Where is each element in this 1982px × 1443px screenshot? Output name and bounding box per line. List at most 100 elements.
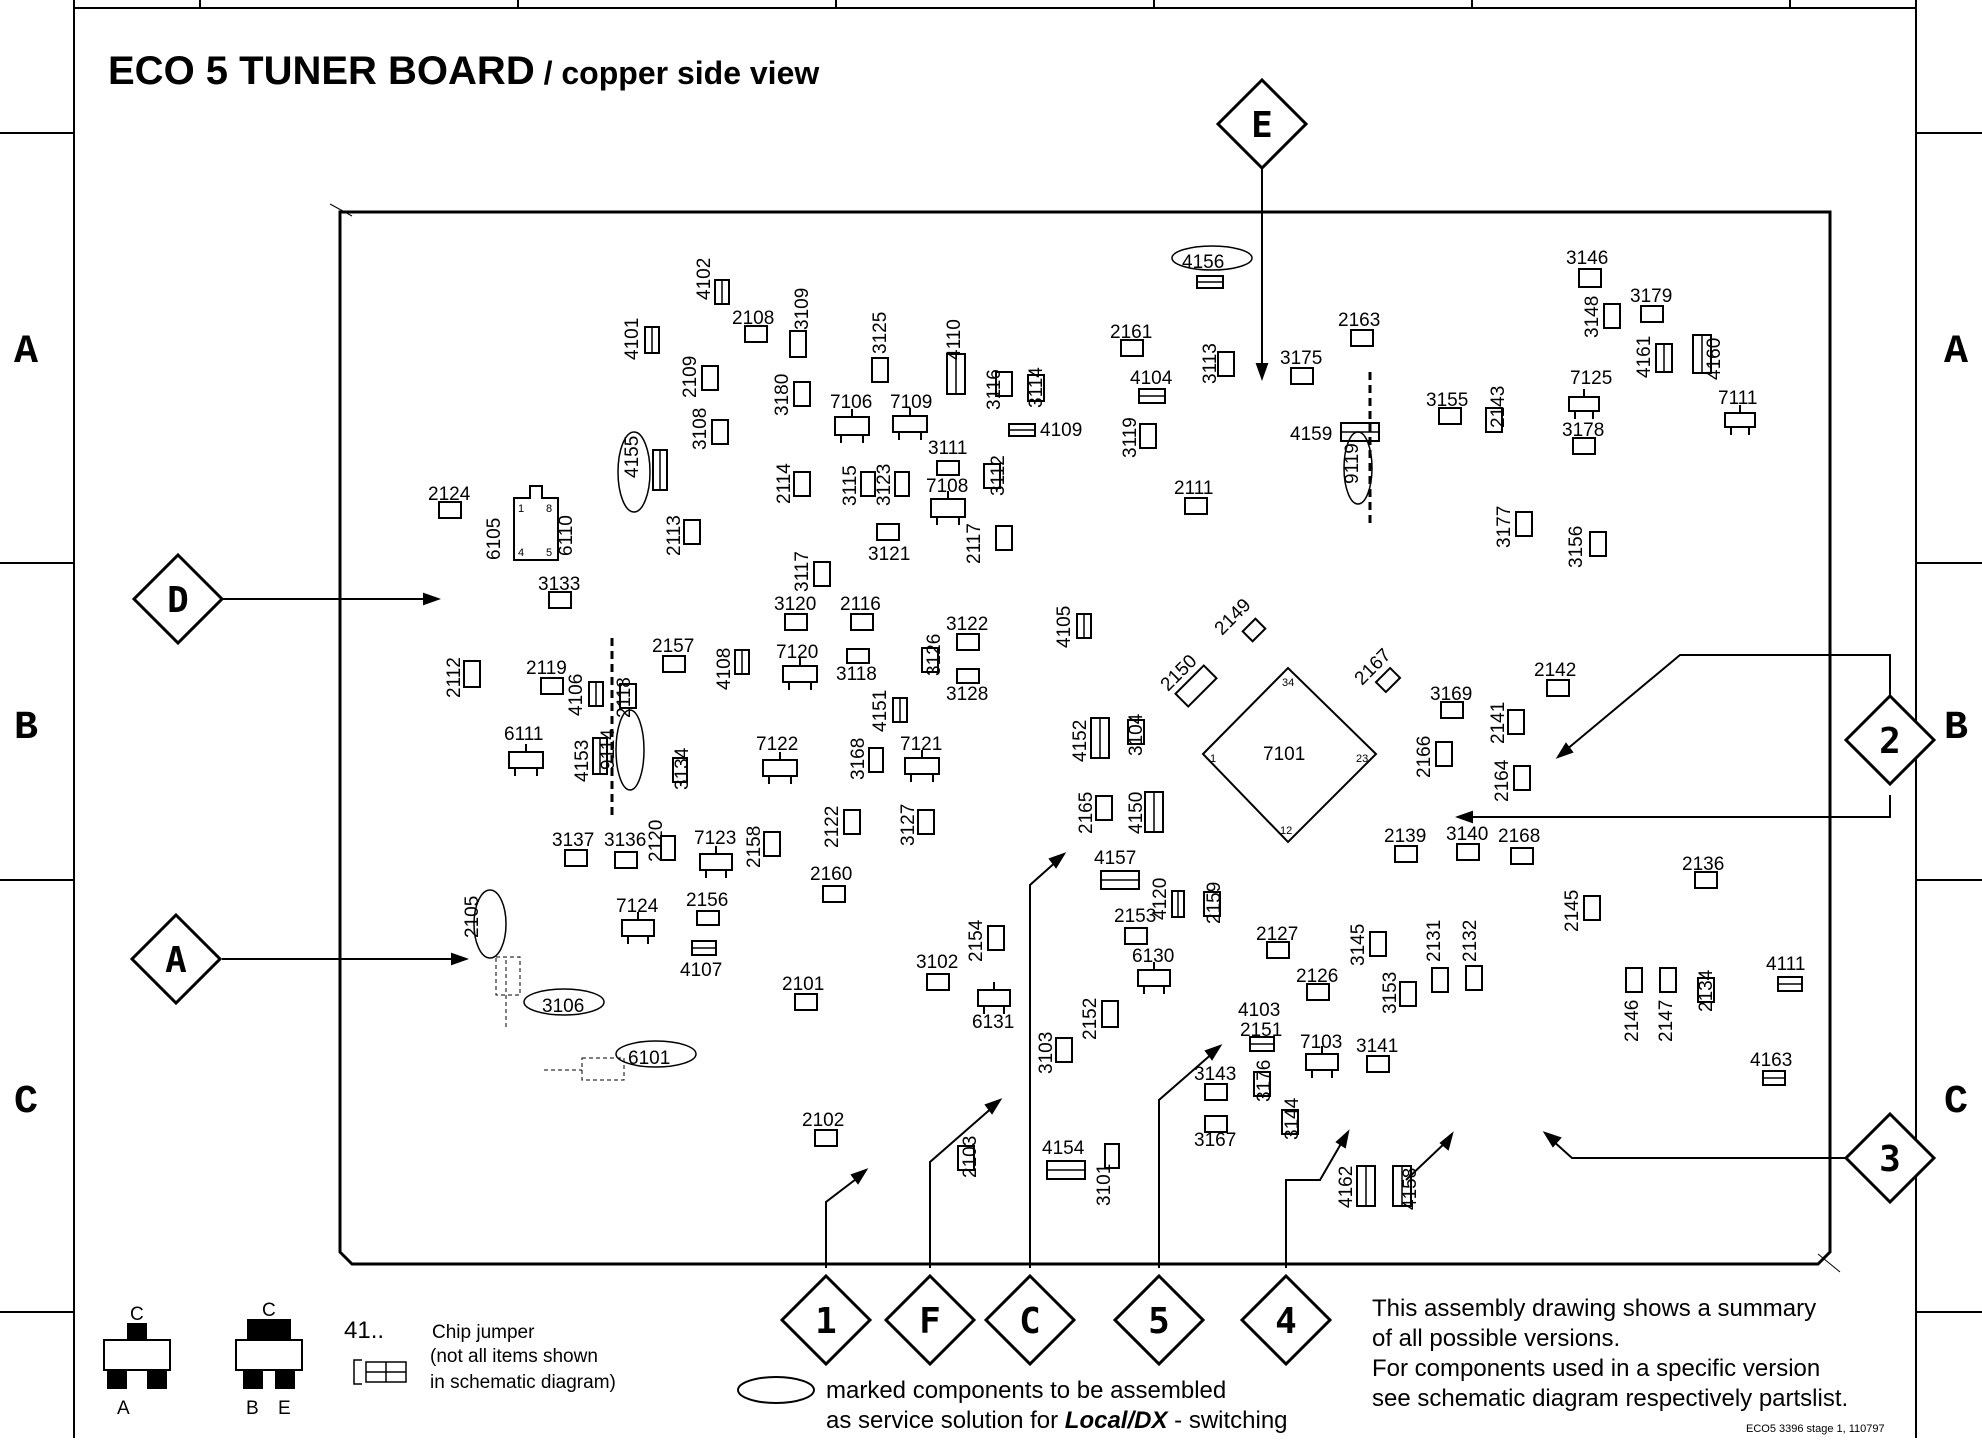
component-label: 2109 — [680, 356, 701, 398]
component-2152: 2152 — [1080, 998, 1119, 1040]
component-label: 3177 — [1494, 506, 1515, 548]
component-2109: 2109 — [680, 356, 719, 398]
component-label: 2113 — [664, 515, 685, 556]
board-outline — [329, 203, 1841, 1273]
component-2143: 2143 — [1485, 386, 1509, 433]
legend-transistor-icons — [103, 1319, 303, 1389]
connector-c: C — [983, 1273, 1077, 1367]
component-3146: 3146 — [1566, 248, 1608, 288]
component-label: 2157 — [652, 636, 694, 657]
component-3134: 3134 — [672, 747, 693, 790]
component-label: 3106 — [542, 996, 584, 1017]
marked-ellipse — [615, 1040, 697, 1068]
component-2101: 2101 — [782, 974, 824, 1011]
component-label: 7109 — [890, 392, 932, 413]
component-9114: 9114 — [598, 709, 645, 791]
component-label: 3148 — [1582, 296, 1603, 338]
summary-line-2: of all possible versions. — [1372, 1325, 1620, 1352]
component-label: 4102 — [694, 258, 715, 300]
component-4108: 4108 — [714, 648, 750, 690]
component-label: 3108 — [690, 408, 711, 450]
component-3155: 3155 — [1426, 390, 1468, 425]
ic-7101 — [1201, 666, 1378, 844]
page-title: ECO 5 TUNER BOARD / copper side view — [108, 49, 819, 93]
component-7111: 7111 — [1718, 388, 1757, 435]
legend-pin-b: B — [246, 1398, 259, 1419]
component-3153: 3153 — [1380, 972, 1417, 1014]
component-label: 4110 — [944, 319, 965, 360]
component-3136: 3136 — [604, 830, 646, 869]
component-2112: 2112 — [444, 657, 481, 698]
component-label: 7124 — [616, 896, 659, 917]
component-3137: 3137 — [552, 830, 594, 867]
component-2158: 2158 — [744, 826, 781, 868]
component-6111: 6111 — [504, 724, 544, 776]
component-label: 4107 — [680, 960, 722, 981]
component-4109: 4109 — [1008, 420, 1082, 441]
component-2168: 2168 — [1498, 826, 1540, 865]
row-label-right: A — [1944, 330, 1968, 375]
component-label: 3137 — [552, 830, 594, 851]
component-3117: 3117 — [792, 551, 831, 592]
component-4151: 4151 — [870, 690, 908, 732]
component-7103: 7103 — [1300, 1032, 1342, 1078]
component-label: 3102 — [916, 952, 958, 973]
component-3180: 3180 — [772, 374, 811, 416]
component-label: 3179 — [1630, 286, 1672, 307]
component-2153: 2153 — [1114, 906, 1156, 945]
component-label: 3146 — [1566, 248, 1608, 269]
component-3144: 3144 — [1281, 1097, 1303, 1140]
marked-ellipse — [615, 709, 645, 791]
component-4103: 4103 — [1238, 1000, 1280, 1052]
marked-ellipse — [523, 988, 605, 1016]
component-label: 3125 — [870, 312, 891, 354]
pin-label: 4 — [518, 547, 524, 559]
component-label: 4104 — [1130, 368, 1173, 389]
component-2161: 2161 — [1110, 322, 1152, 357]
component-label: 7106 — [830, 392, 872, 413]
component-label: 2165 — [1076, 792, 1097, 834]
component-label: 3168 — [848, 738, 869, 780]
component-label: 2131 — [1424, 920, 1445, 962]
pin-label: 1 — [518, 503, 524, 515]
component-label: 2117 — [964, 523, 985, 564]
title-sub: / copper side view — [535, 55, 820, 91]
component-label: 2119 — [526, 658, 567, 679]
component-label: 3175 — [1280, 348, 1322, 369]
component-label: 4152 — [1070, 720, 1091, 762]
connector-label: 1 — [815, 1301, 837, 1342]
component-label: 3121 — [868, 544, 910, 565]
component-label: 4103 — [1238, 1000, 1280, 1021]
legend-marked-2: as service solution for Local/DX - switc… — [826, 1407, 1288, 1434]
component-4155: 4155 — [617, 431, 668, 513]
component-label: 3127 — [898, 804, 919, 846]
component-label: 3123 — [874, 464, 895, 506]
component-3102: 3102 — [916, 952, 958, 991]
component-2102: 2102 — [802, 1110, 844, 1147]
component-6110: 6110 — [556, 515, 577, 556]
component-label: 4111 — [1766, 954, 1805, 975]
component-label: 3122 — [946, 614, 988, 635]
legend-pin-c-left: C — [130, 1304, 144, 1325]
connector-label: 3 — [1879, 1139, 1901, 1180]
legend-jumper-code: 41.. — [344, 1317, 384, 1344]
component-3108: 3108 — [690, 408, 729, 450]
component-label: 4162 — [1336, 1166, 1357, 1208]
component-3179: 3179 — [1630, 286, 1672, 323]
component-label: 4153 — [572, 740, 593, 782]
component-3101: 3101 — [1094, 1143, 1120, 1206]
component-label: 3133 — [538, 574, 580, 595]
legend-marked-1: marked components to be assembled — [826, 1377, 1226, 1404]
component-label: 2143 — [1488, 386, 1509, 428]
component-label: 3117 — [792, 551, 813, 592]
component-4154: 4154 — [1042, 1138, 1086, 1180]
component-6131: 6131 — [972, 982, 1014, 1033]
component-3177: 3177 — [1494, 506, 1533, 548]
component-label: 7111 — [1718, 388, 1757, 409]
component-label: 3180 — [772, 374, 793, 416]
component-label: 4159 — [1290, 424, 1332, 445]
component-3115: 3115 — [840, 465, 876, 506]
